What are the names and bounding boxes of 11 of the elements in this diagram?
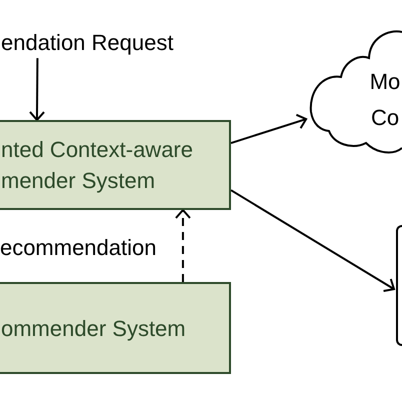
box-label: ommender System (1, 314, 187, 343)
process-box (0, 282, 231, 374)
arrow (29, 58, 46, 121)
process-box (0, 120, 231, 210)
arrow (230, 114, 308, 144)
rounded-box (396, 225, 402, 346)
cloud-label: Mo Co (368, 68, 402, 132)
arrow (230, 189, 396, 292)
box-label: nted Context-aware mender System (1, 136, 194, 195)
dashed-arrow (174, 209, 191, 282)
input-label: endation Request (0, 29, 180, 57)
